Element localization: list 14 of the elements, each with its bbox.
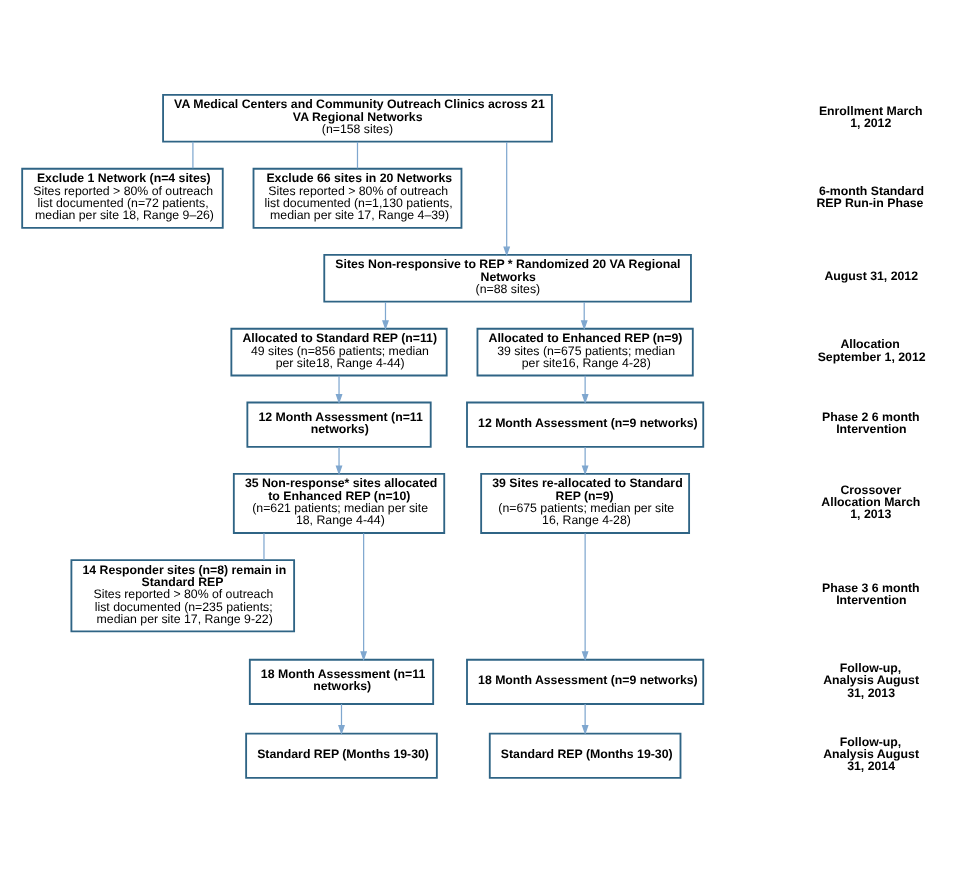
arrow — [382, 301, 389, 331]
arrow — [581, 446, 589, 476]
arrow — [503, 141, 511, 257]
arrow — [360, 532, 368, 662]
arrow — [335, 446, 343, 476]
arrow — [580, 301, 588, 331]
connector — [263, 532, 265, 561]
arrow — [581, 532, 589, 662]
arrow — [581, 375, 589, 404]
connector — [356, 141, 359, 169]
arrow — [338, 703, 345, 735]
connector — [192, 141, 194, 169]
arrow — [581, 703, 589, 735]
arrow — [335, 375, 343, 404]
